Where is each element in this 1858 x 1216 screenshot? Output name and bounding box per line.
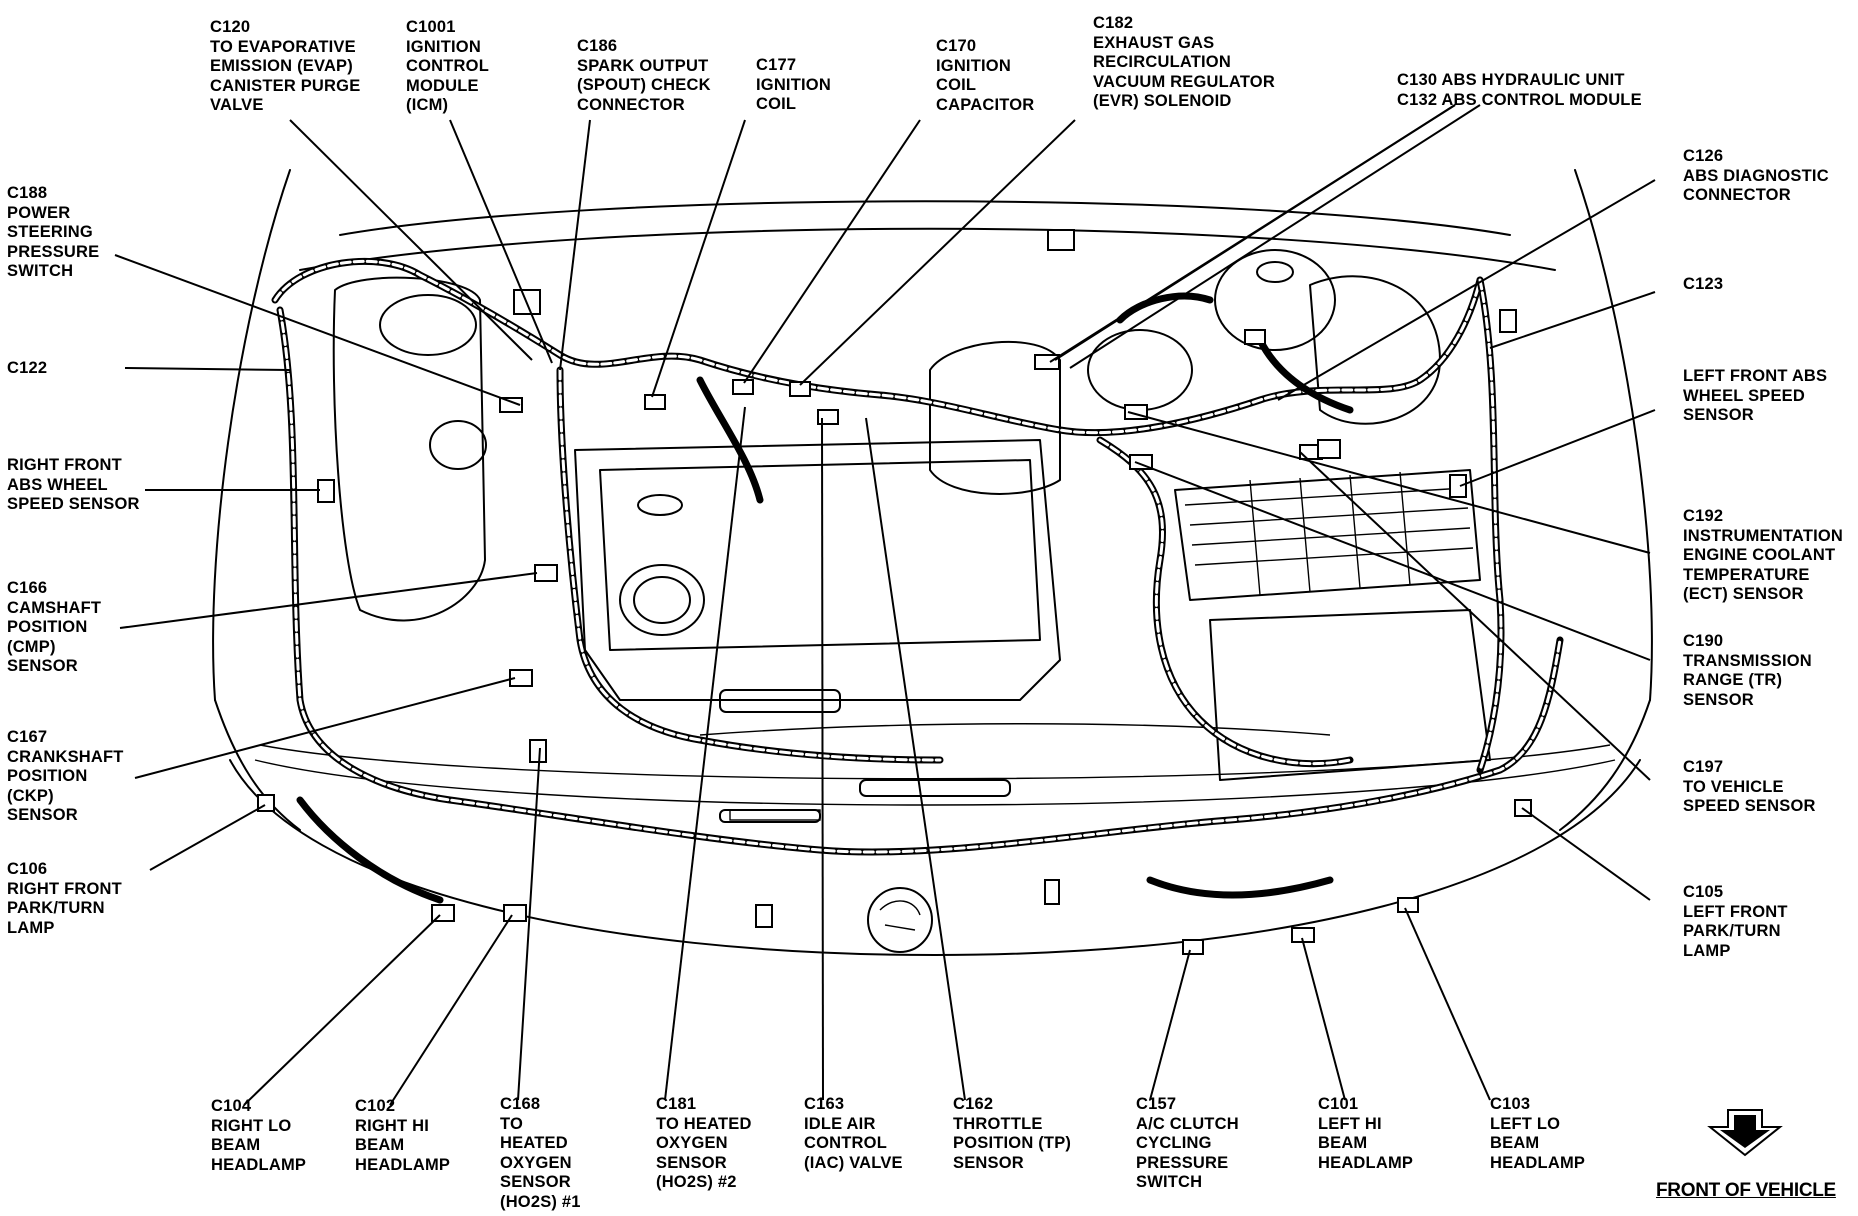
label-c122: C122 bbox=[7, 359, 48, 377]
front-arrow-icon bbox=[1707, 1109, 1783, 1157]
front-of-vehicle-label: FRONT OF VEHICLE bbox=[1656, 1180, 1836, 1201]
label-c123: C123 bbox=[1683, 275, 1724, 293]
leader-lines bbox=[114, 104, 1656, 1106]
